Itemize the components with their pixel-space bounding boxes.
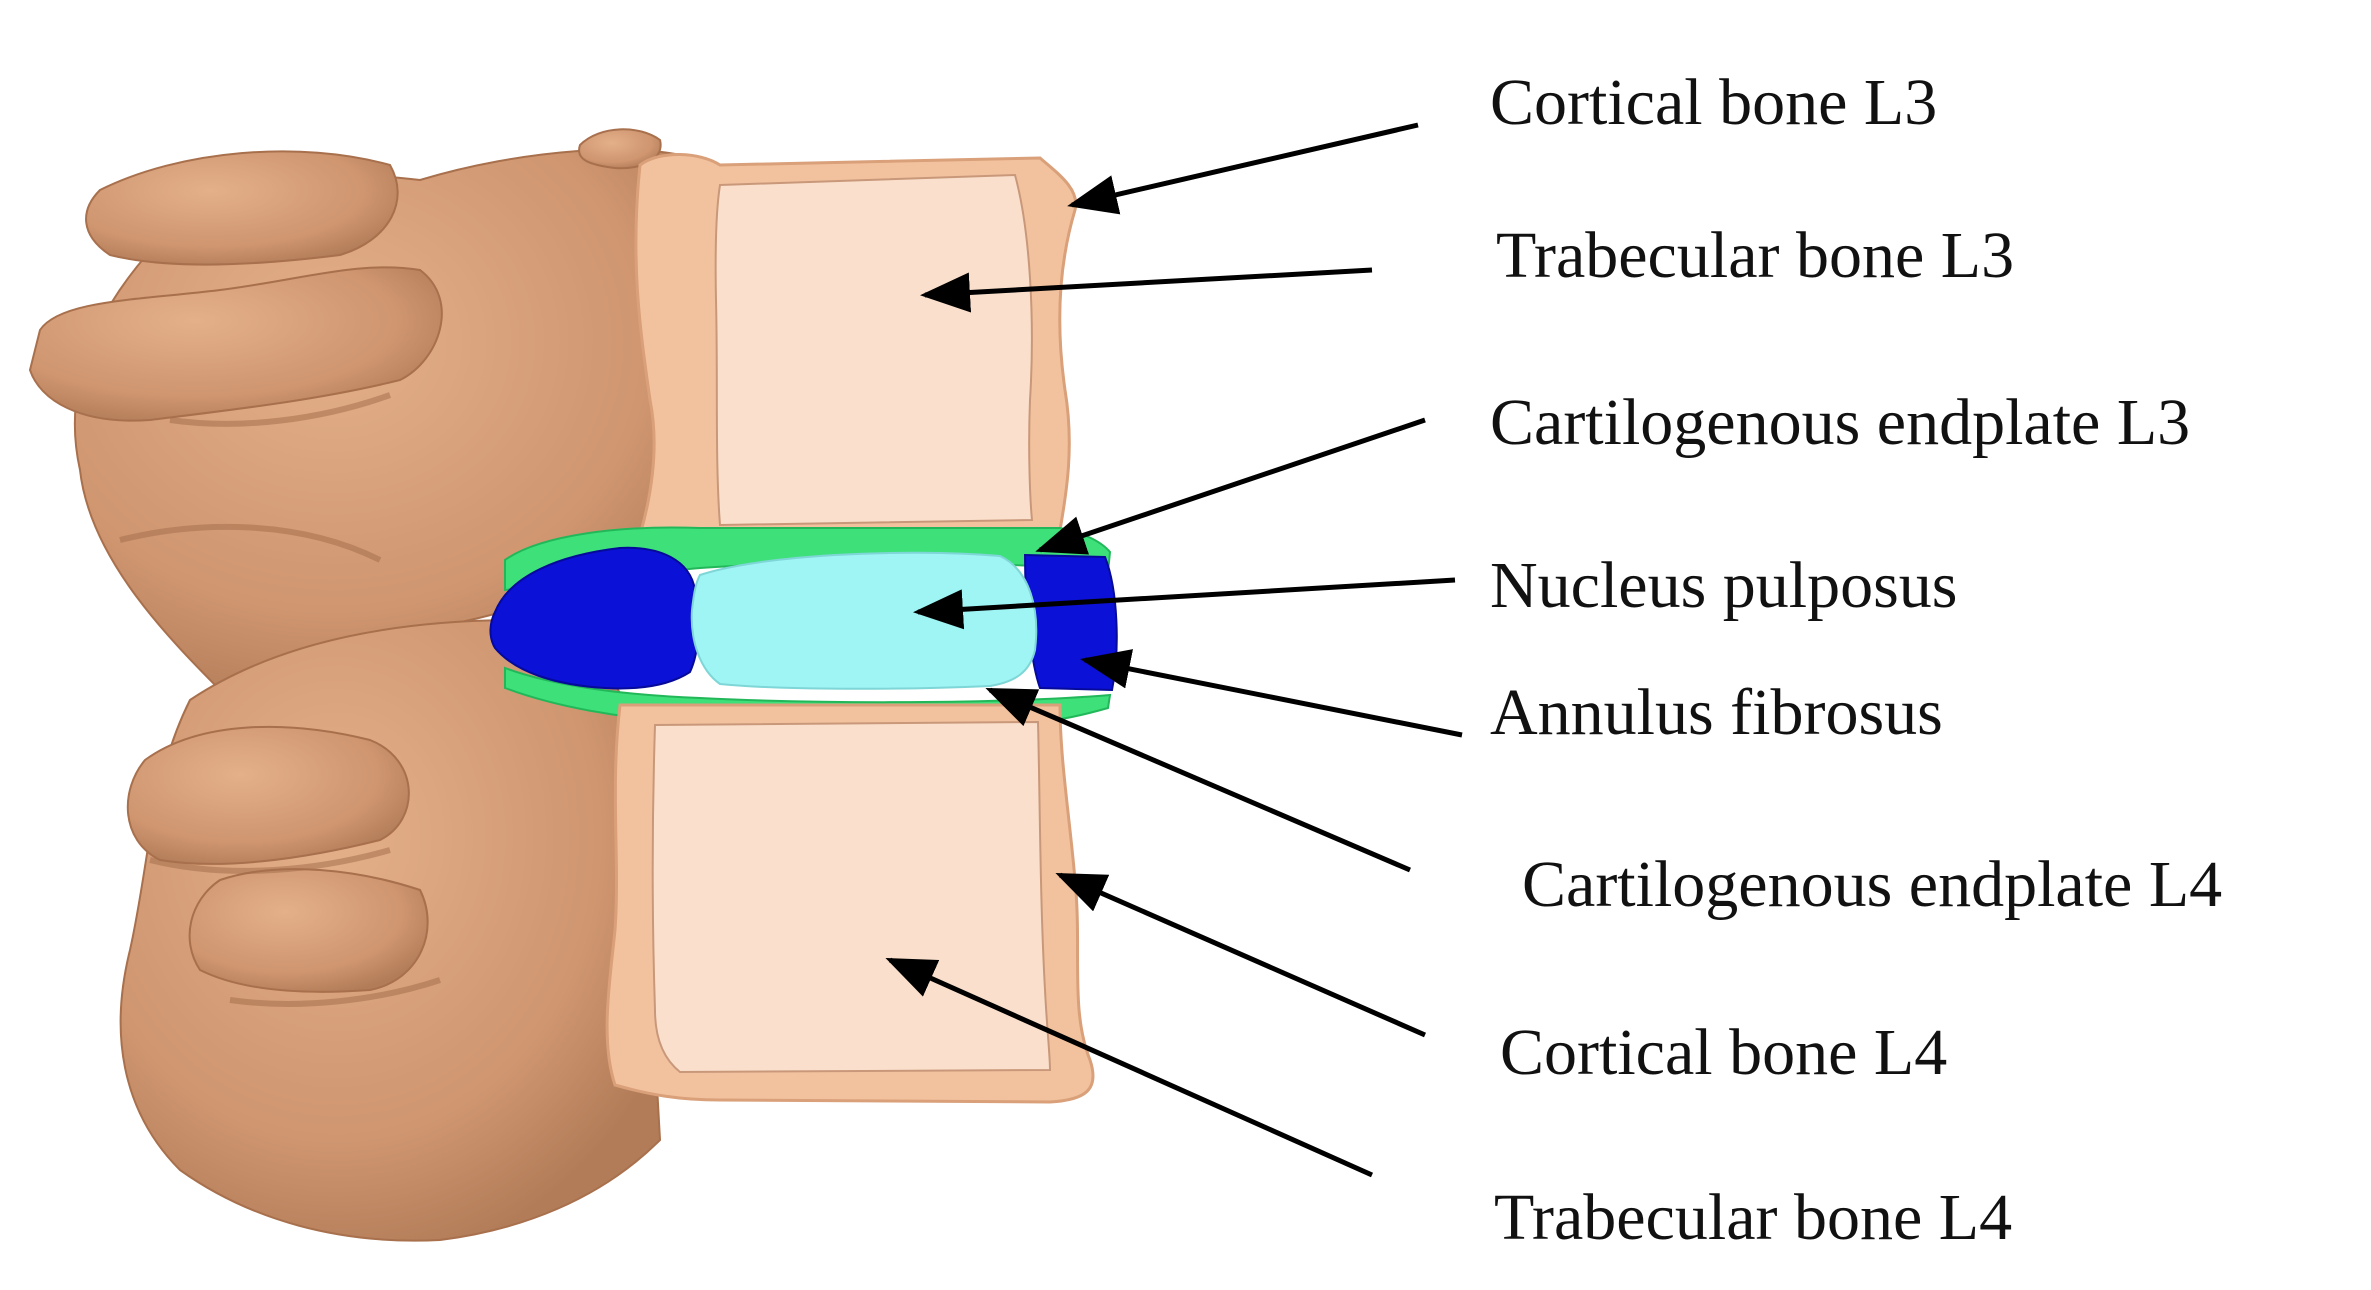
label-cartilogenous-endplate-l4: Cartilogenous endplate L4 [1522,848,2223,921]
arrow-nucleus-pulposus [913,577,1456,630]
l4-vertebral-body [605,703,1095,1104]
label-cortical-bone-l4: Cortical bone L4 [1500,1016,1948,1089]
label-cortical-bone-l3: Cortical bone L3 [1490,66,1938,139]
arrow-cortical-bone-l4 [1055,872,1427,1038]
l3-vertebral-body [634,153,1078,537]
label-trabecular-bone-l3: Trabecular bone L3 [1496,219,2015,292]
arrow-endplate-l3 [1035,417,1426,555]
arrow-trabecular-bone-l3 [920,267,1373,313]
arrow-trabecular-bone-l4 [885,957,1374,1178]
arrow-cortical-bone-l3 [1067,122,1419,215]
label-nucleus-pulposus: Nucleus pulposus [1490,549,1958,622]
label-trabecular-bone-l4: Trabecular bone L4 [1494,1181,2013,1254]
leader-arrows [885,122,1463,1178]
l4-spinous-process [188,868,429,993]
label-annulus-fibrosus: Annulus fibrosus [1490,676,1943,749]
l4-trabecular-core [651,720,1052,1074]
bone-shading [119,392,441,1007]
arrow-endplate-l4 [985,687,1411,873]
nucleus-pulposus [690,551,1038,690]
annulus-fibrosus-left [489,546,700,690]
label-cartilogenous-endplate-l3: Cartilogenous endplate L3 [1490,386,2191,459]
intervertebral-disc [489,526,1118,723]
l3-trabecular-core [714,173,1034,527]
annulus-fibrosus-right [1023,553,1118,692]
l3-articular-process [85,150,399,266]
arrow-annulus-fibrosus [1080,649,1463,738]
l3-transverse-process [28,266,443,422]
l4-transverse-process [126,725,410,865]
